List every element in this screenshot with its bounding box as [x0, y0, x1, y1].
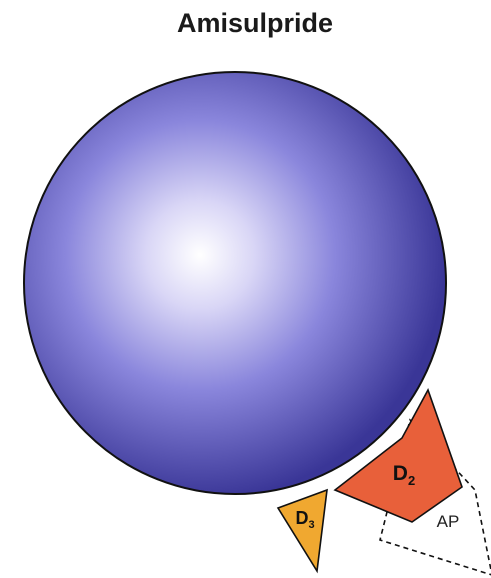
d3-binding-site — [278, 490, 327, 571]
d2-label-sub: 2 — [408, 473, 415, 488]
amisulpride-molecule-sphere — [24, 72, 446, 494]
ap-label: AP — [437, 512, 460, 531]
d3-label-main: D — [295, 508, 308, 528]
d2-label-main: D — [393, 462, 408, 485]
d3-label-sub: 3 — [308, 519, 314, 531]
diagram-title: Amisulpride — [177, 8, 333, 38]
